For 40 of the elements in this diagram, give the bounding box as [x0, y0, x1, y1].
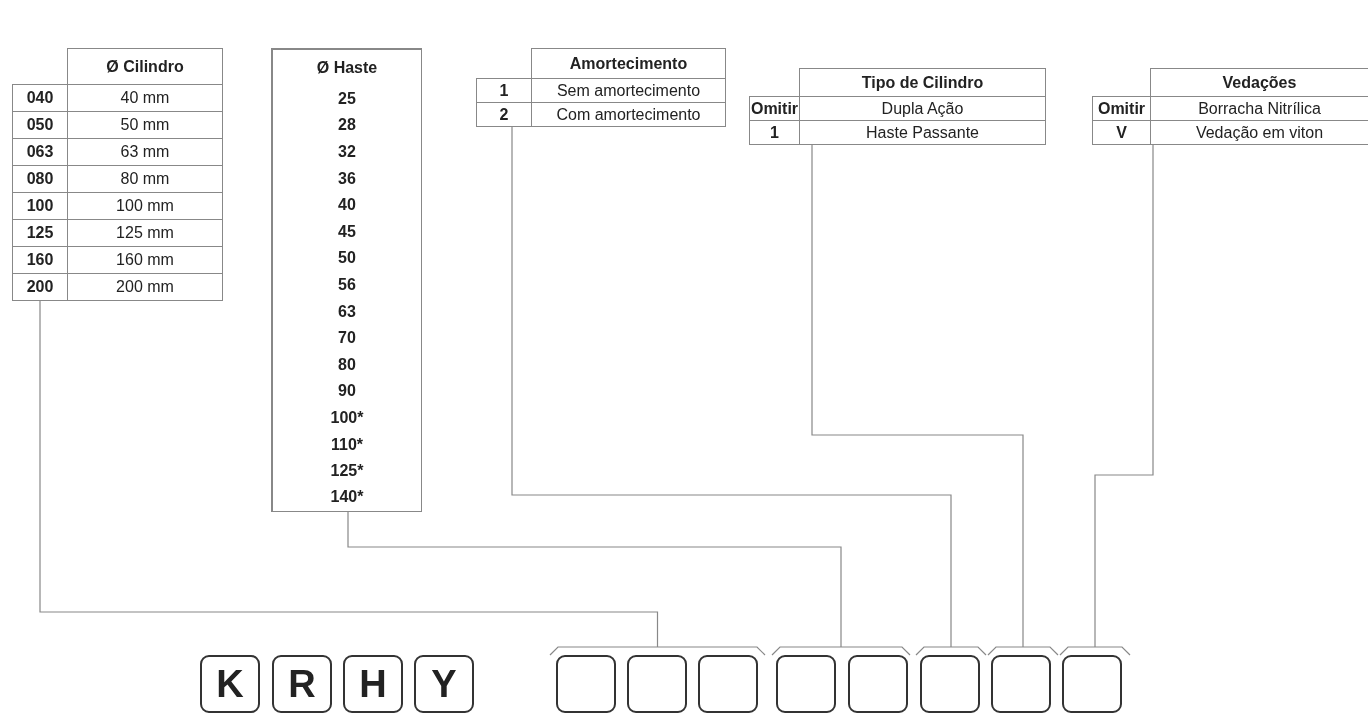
option-table: [12, 48, 222, 300]
leader-line: [811, 143, 1024, 648]
table-header: Vedações: [1150, 68, 1368, 97]
leader-line: [39, 299, 659, 648]
code-letter-box: R: [272, 655, 332, 713]
leader-line: [1094, 143, 1154, 648]
code-letter-box: K: [200, 655, 260, 713]
code-slot: [556, 655, 616, 713]
table-header: Tipo de Cilindro: [799, 68, 1046, 97]
option-code: 25: [272, 85, 422, 113]
option-value: Com amortecimento: [531, 102, 726, 127]
bracket: [915, 646, 987, 656]
code-slot: [848, 655, 908, 713]
option-code: V: [1092, 120, 1151, 145]
bracket: [1059, 646, 1131, 656]
bracket: [549, 646, 766, 656]
bracket: [771, 646, 911, 656]
code-slot: [920, 655, 980, 713]
option-table: [1092, 68, 1368, 144]
leader-line: [511, 125, 952, 648]
table-header: Ø Cilindro: [67, 48, 223, 85]
code-slot: [991, 655, 1051, 713]
table-header: Amortecimento: [531, 48, 726, 79]
bracket: [987, 646, 1059, 656]
option-code: 200: [12, 273, 68, 301]
option-value: Haste Passante: [799, 120, 1046, 145]
code-slot: [627, 655, 687, 713]
code-slot: [698, 655, 758, 713]
code-letter-box: H: [343, 655, 403, 713]
code-slot: [776, 655, 836, 713]
option-table: [749, 68, 1045, 144]
code-slot: [1062, 655, 1122, 713]
option-table: [271, 48, 422, 512]
code-letter-box: Y: [414, 655, 474, 713]
option-value: 200 mm: [67, 273, 223, 301]
table-header: Ø Haste: [272, 49, 422, 86]
option-code: 2: [476, 102, 532, 127]
option-table: [476, 48, 725, 126]
leader-line: [347, 509, 842, 648]
option-code: 1: [749, 120, 800, 145]
